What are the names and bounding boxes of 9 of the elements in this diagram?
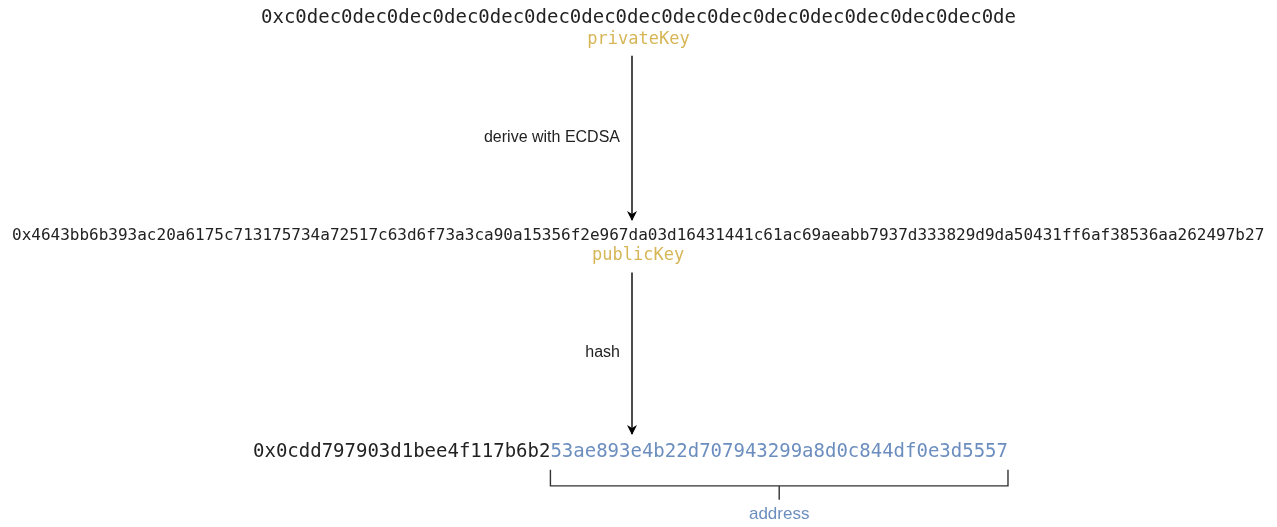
hex-key-text: 0x4643bb6b393ac20a6175c713175734a72517c63d6f73a3ca90a15356f2e967da03d16431441c61ac69aeabb7937d333829d9da50431ff6af38536aa262497b27 bbox=[12, 226, 1265, 245]
address-hex-text: 53ae893e4b22d707943299a8d0c844df0e3d5557 bbox=[550, 440, 1008, 462]
hex-prefix-text: 0x0cdd797903d1bee4f117b6b2 bbox=[253, 440, 551, 462]
key-name-label: publicKey bbox=[592, 244, 685, 265]
arrow bbox=[627, 271, 637, 435]
key-name-label: privateKey bbox=[587, 27, 690, 48]
hex-key-text: 0xc0dec0dec0dec0dec0dec0dec0dec0dec0dec0dec0dec0dec0dec0dec0dec0de bbox=[261, 6, 1016, 28]
bracket-label: address bbox=[748, 503, 810, 524]
arrow bbox=[627, 55, 637, 221]
